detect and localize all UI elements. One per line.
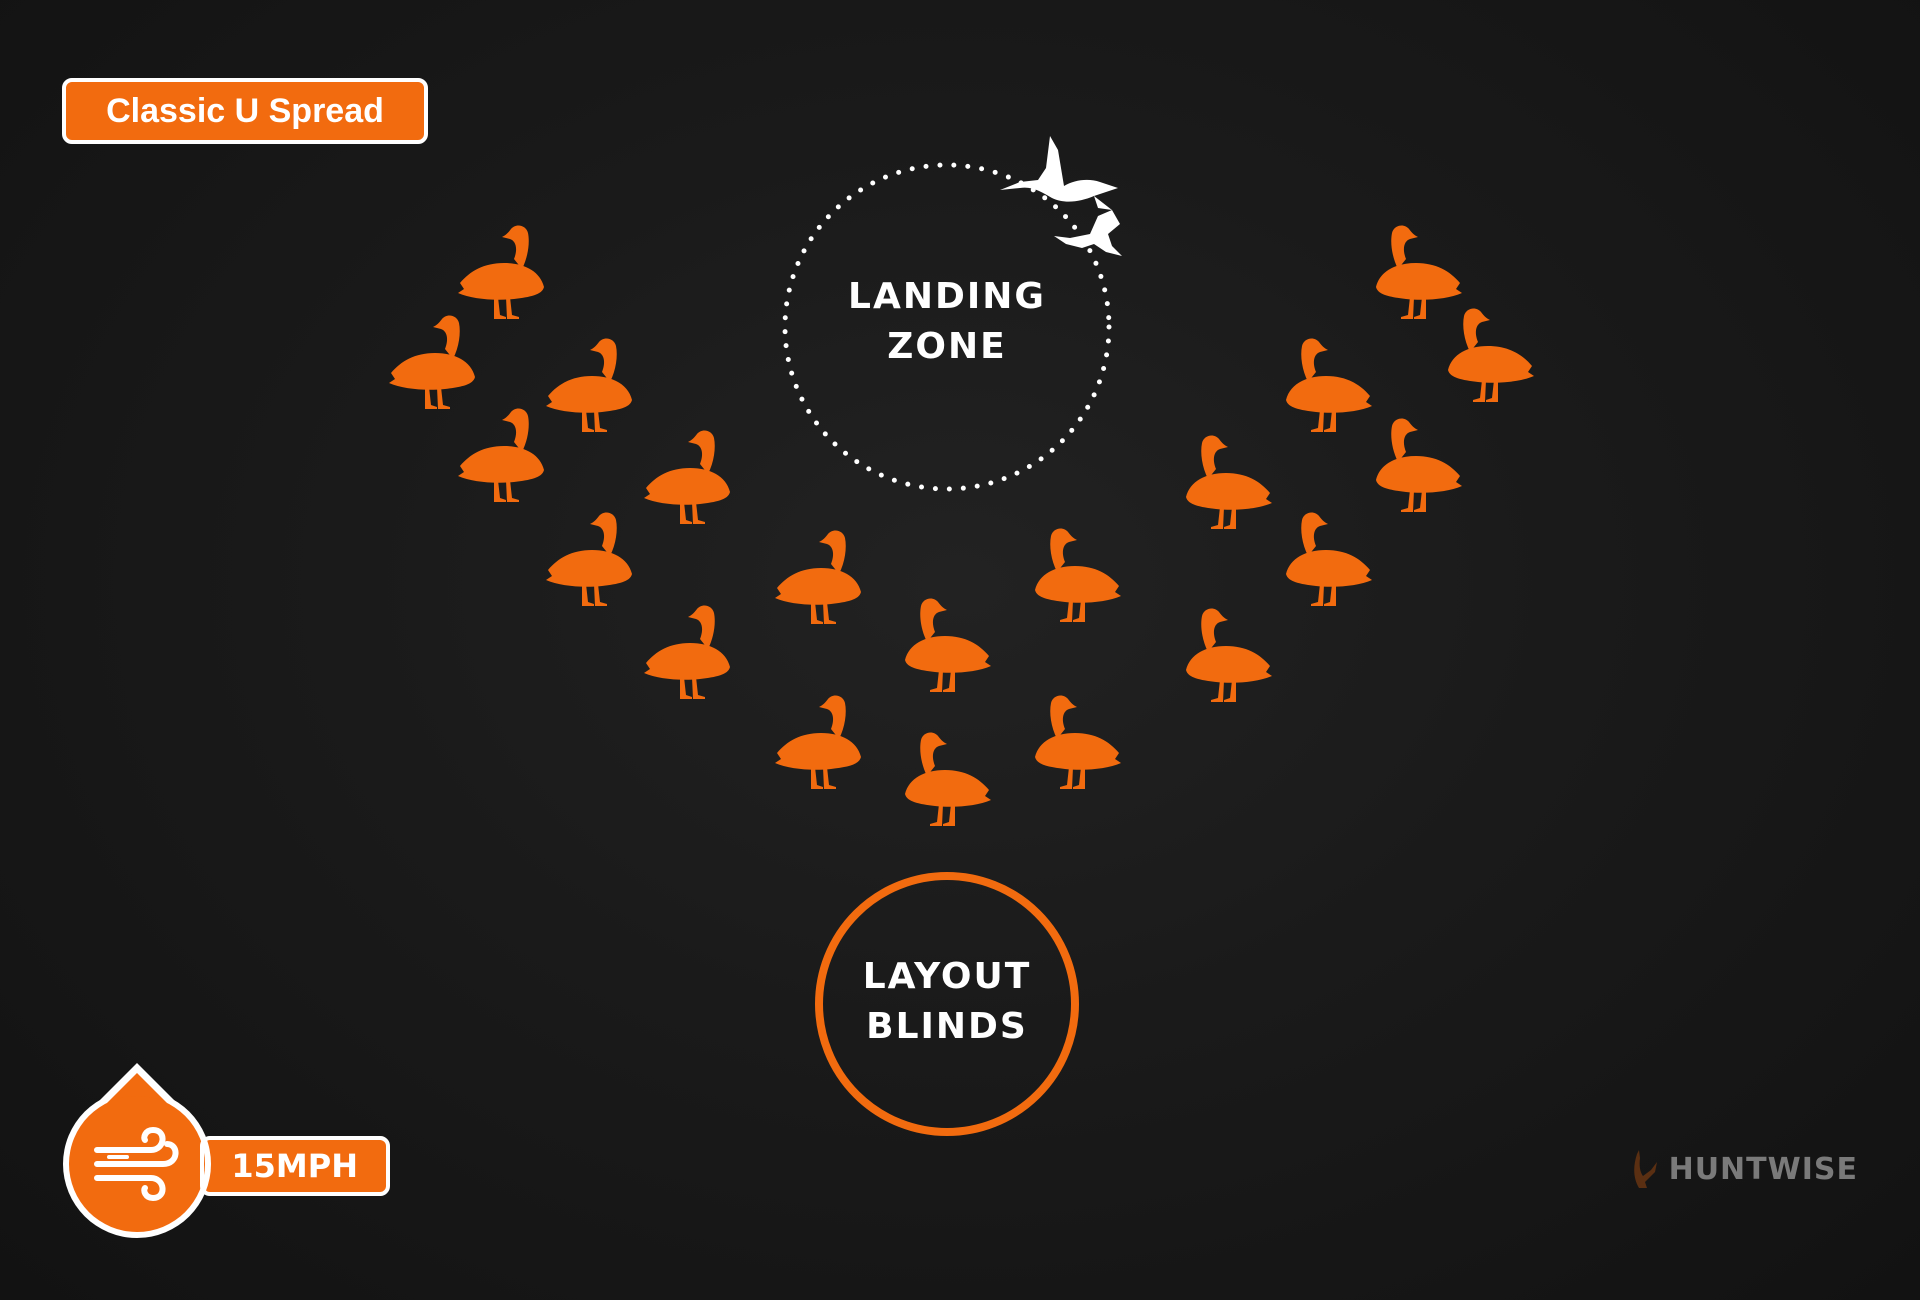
goose-decoy-icon xyxy=(775,530,861,624)
goose-decoy-icon xyxy=(1286,512,1372,606)
goose-decoy-icon xyxy=(644,605,730,699)
goose-decoy-icon xyxy=(458,408,544,502)
goose-decoy-icon xyxy=(775,695,861,789)
goose-decoy-icon xyxy=(1286,338,1372,432)
flying-goose-icon xyxy=(1054,210,1122,256)
flying-goose-icon xyxy=(1000,136,1118,210)
brand-name: HUNTWISE xyxy=(1668,1151,1858,1187)
goose-decoy-icon xyxy=(389,315,475,409)
goose-decoy-icon xyxy=(1035,695,1121,789)
goose-decoy-icon xyxy=(905,732,991,826)
layout-blinds-line1: LAYOUT xyxy=(862,956,1032,997)
brand-logo: HUNTWISE xyxy=(1629,1148,1858,1190)
wind-badge-fill xyxy=(202,1138,388,1194)
spread-title-badge: Classic U Spread xyxy=(62,78,428,144)
goose-decoy-icon xyxy=(458,225,544,319)
goose-decoy-icon xyxy=(644,430,730,524)
goose-decoy-icon xyxy=(1376,225,1462,319)
goose-decoy-icon xyxy=(1376,418,1462,512)
goose-decoy-icon xyxy=(905,598,991,692)
goose-decoy-icon xyxy=(1448,308,1534,402)
wind-icon xyxy=(94,1126,179,1202)
goose-decoy-icon xyxy=(1035,528,1121,622)
goose-decoy-icon xyxy=(546,338,632,432)
layout-blinds-circle xyxy=(815,872,1079,1136)
title-badge-fill xyxy=(64,80,426,142)
goose-decoy-icon xyxy=(1186,435,1272,529)
goose-decoy-icon xyxy=(1186,608,1272,702)
landing-zone-label: LANDING ZONE xyxy=(817,272,1077,372)
landing-zone-line1: LANDING xyxy=(848,276,1046,317)
goose-decoy-icon xyxy=(546,512,632,606)
antler-icon xyxy=(1633,1150,1657,1188)
landing-zone-circle xyxy=(782,162,1112,492)
layout-blinds-label: LAYOUT BLINDS xyxy=(817,952,1077,1052)
wind-speed-badge: 15MPH xyxy=(200,1136,390,1196)
layout-blinds-line2: BLINDS xyxy=(866,1006,1028,1047)
spread-title: Classic U Spread xyxy=(106,91,384,130)
wind-speed: 15MPH xyxy=(231,1147,358,1185)
landing-zone-line2: ZONE xyxy=(887,326,1007,367)
